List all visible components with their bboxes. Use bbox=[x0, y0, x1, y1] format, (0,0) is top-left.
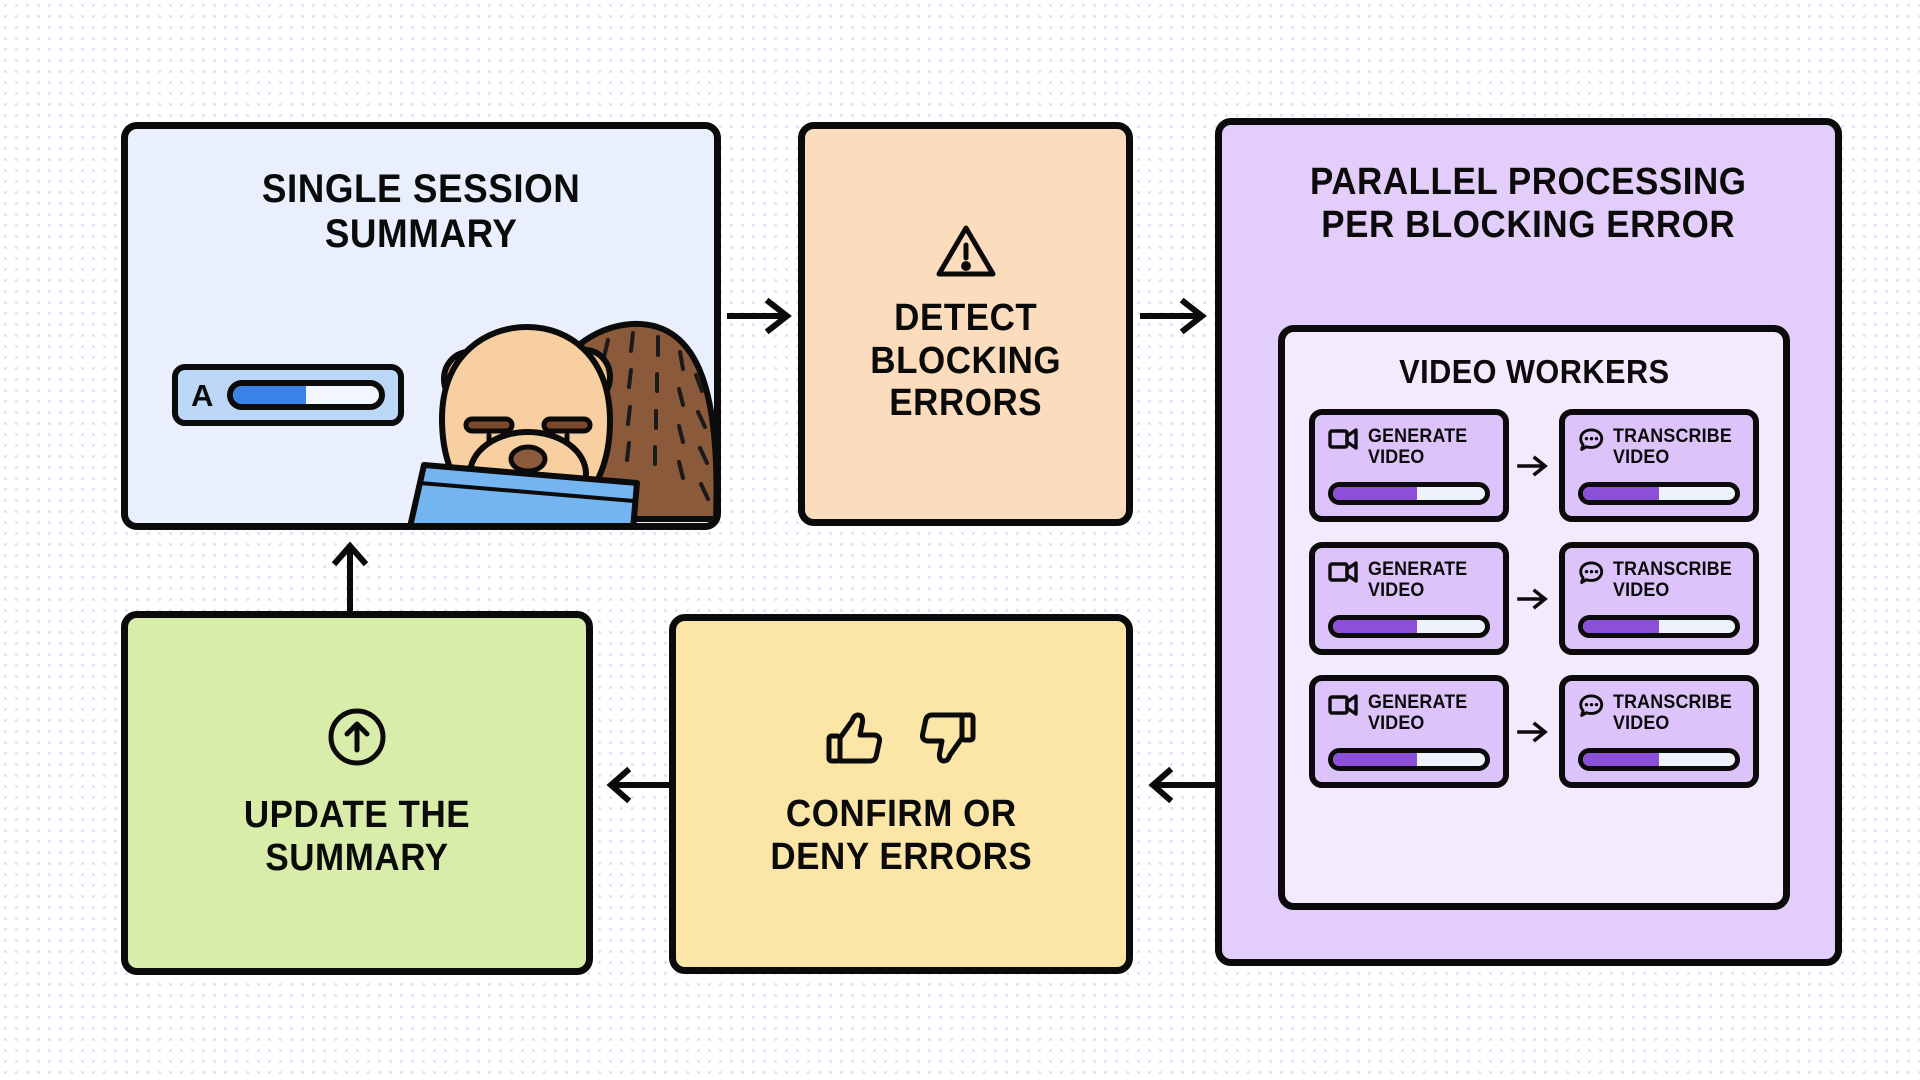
circle-arrow-up-icon bbox=[328, 708, 386, 766]
transcribe-video-progress-bar bbox=[1578, 748, 1740, 771]
title-line-2: SUMMARY bbox=[324, 211, 518, 256]
worker-rows-container: GENERATE VIDEO bbox=[1309, 409, 1759, 788]
title-line-2: PER BLOCKING ERROR bbox=[1321, 203, 1736, 246]
worker-step-arrow-icon bbox=[1517, 587, 1548, 610]
label-line-2: VIDEO bbox=[1613, 580, 1670, 602]
generate-video-card[interactable]: GENERATE VIDEO bbox=[1309, 409, 1509, 522]
progress-fill bbox=[1333, 487, 1417, 500]
slider-track[interactable] bbox=[227, 380, 385, 410]
transcribe-video-header: TRANSCRIBE VIDEO bbox=[1578, 692, 1740, 735]
label-line-2: VIDEO bbox=[1368, 447, 1425, 469]
transcribe-video-progress-bar bbox=[1578, 615, 1740, 638]
arrow-single-session-to-detect bbox=[727, 297, 792, 335]
worker-row: GENERATE VIDEO bbox=[1309, 675, 1759, 788]
progress-fill bbox=[1583, 753, 1659, 766]
video-camera-icon bbox=[1328, 428, 1358, 450]
confirm-or-deny-errors-title: CONFIRM OR DENY ERRORS bbox=[770, 793, 1032, 878]
slider-letter-label: A bbox=[191, 377, 214, 413]
update-the-summary-title: UPDATE THE SUMMARY bbox=[244, 794, 470, 879]
thumbs-down-icon[interactable] bbox=[919, 709, 977, 767]
title-line-1: PARALLEL PROCESSING bbox=[1310, 161, 1747, 203]
title-line-2: DENY ERRORS bbox=[770, 836, 1032, 878]
worker-step-arrow-icon bbox=[1517, 454, 1548, 477]
update-the-summary-node: UPDATE THE SUMMARY bbox=[121, 611, 593, 975]
speech-bubble-dots-icon bbox=[1579, 561, 1604, 584]
worker-row: GENERATE VIDEO bbox=[1309, 409, 1759, 522]
video-workers-title: VIDEO WORKERS bbox=[1398, 353, 1670, 390]
label-line-1: GENERATE bbox=[1368, 692, 1468, 713]
transcribe-video-label: TRANSCRIBE VIDEO bbox=[1613, 692, 1732, 735]
single-session-summary-title: SINGLE SESSION SUMMARY bbox=[262, 167, 581, 257]
slider-fill bbox=[233, 386, 307, 404]
confirm-or-deny-errors-node: CONFIRM OR DENY ERRORS bbox=[669, 614, 1133, 974]
worker-step-arrow-icon bbox=[1517, 720, 1548, 743]
title-line-1: SINGLE SESSION bbox=[261, 167, 581, 211]
generate-video-progress-bar bbox=[1328, 748, 1490, 771]
single-session-summary-node: SINGLE SESSION SUMMARY A bbox=[121, 122, 721, 530]
generate-video-card[interactable]: GENERATE VIDEO bbox=[1309, 542, 1509, 655]
parallel-processing-node: PARALLEL PROCESSING PER BLOCKING ERROR V… bbox=[1215, 118, 1842, 966]
arrow-update-to-single-session bbox=[331, 541, 369, 612]
generate-video-card[interactable]: GENERATE VIDEO bbox=[1309, 675, 1509, 788]
label-line-2: VIDEO bbox=[1368, 713, 1425, 735]
transcribe-video-card[interactable]: TRANSCRIBE VIDEO bbox=[1559, 542, 1759, 655]
warning-triangle-icon bbox=[936, 225, 995, 277]
worker-row: GENERATE VIDEO bbox=[1309, 542, 1759, 655]
transcribe-video-header: TRANSCRIBE VIDEO bbox=[1578, 559, 1740, 602]
generate-video-progress-bar bbox=[1328, 482, 1490, 505]
transcribe-video-label: TRANSCRIBE VIDEO bbox=[1613, 426, 1732, 469]
progress-fill bbox=[1333, 620, 1417, 633]
video-camera-icon bbox=[1328, 694, 1358, 716]
title-line-1: UPDATE THE bbox=[243, 794, 471, 837]
generate-video-label: GENERATE VIDEO bbox=[1368, 559, 1467, 602]
summary-slider-widget[interactable]: A bbox=[172, 364, 404, 426]
transcribe-video-header: TRANSCRIBE VIDEO bbox=[1578, 426, 1740, 469]
detect-blocking-errors-title: DETECT BLOCKING ERRORS bbox=[870, 297, 1061, 425]
transcribe-video-label: TRANSCRIBE VIDEO bbox=[1613, 559, 1732, 602]
generate-video-progress-bar bbox=[1328, 615, 1490, 638]
arrow-parallel-to-confirm bbox=[1148, 766, 1215, 804]
label-line-1: TRANSCRIBE bbox=[1613, 692, 1733, 713]
title-line-1: CONFIRM OR bbox=[785, 793, 1017, 836]
detect-blocking-errors-node: DETECT BLOCKING ERRORS bbox=[798, 122, 1133, 526]
title-line-1: DETECT bbox=[893, 297, 1038, 340]
transcribe-video-card[interactable]: TRANSCRIBE VIDEO bbox=[1559, 675, 1759, 788]
parallel-processing-title: PARALLEL PROCESSING PER BLOCKING ERROR bbox=[1310, 161, 1747, 246]
arrow-detect-to-parallel bbox=[1140, 297, 1207, 335]
generate-video-header: GENERATE VIDEO bbox=[1328, 559, 1490, 602]
video-workers-panel: VIDEO WORKERS GENERATE VIDEO bbox=[1278, 325, 1790, 910]
title-line-2: BLOCKING bbox=[870, 339, 1061, 382]
generate-video-header: GENERATE VIDEO bbox=[1328, 426, 1490, 469]
title-line-3: ERRORS bbox=[889, 382, 1042, 425]
video-camera-icon bbox=[1328, 561, 1358, 583]
label-line-2: VIDEO bbox=[1613, 713, 1670, 735]
thumbs-row bbox=[825, 709, 977, 767]
hedgehog-character-illustration bbox=[407, 320, 714, 523]
label-line-1: TRANSCRIBE bbox=[1613, 426, 1733, 447]
progress-fill bbox=[1333, 753, 1417, 766]
progress-fill bbox=[1583, 620, 1659, 633]
label-line-2: VIDEO bbox=[1368, 580, 1425, 602]
arrow-confirm-to-update bbox=[606, 766, 669, 804]
thumbs-up-icon[interactable] bbox=[825, 709, 883, 767]
generate-video-label: GENERATE VIDEO bbox=[1368, 426, 1467, 469]
label-line-1: TRANSCRIBE bbox=[1613, 559, 1733, 580]
label-line-1: GENERATE bbox=[1368, 559, 1468, 580]
transcribe-video-card[interactable]: TRANSCRIBE VIDEO bbox=[1559, 409, 1759, 522]
progress-fill bbox=[1583, 487, 1659, 500]
generate-video-header: GENERATE VIDEO bbox=[1328, 692, 1490, 735]
speech-bubble-dots-icon bbox=[1579, 694, 1604, 717]
transcribe-video-progress-bar bbox=[1578, 482, 1740, 505]
speech-bubble-dots-icon bbox=[1579, 428, 1604, 451]
title-line-2: SUMMARY bbox=[265, 837, 449, 879]
label-line-2: VIDEO bbox=[1613, 447, 1670, 469]
label-line-1: GENERATE bbox=[1368, 426, 1468, 447]
generate-video-label: GENERATE VIDEO bbox=[1368, 692, 1467, 735]
